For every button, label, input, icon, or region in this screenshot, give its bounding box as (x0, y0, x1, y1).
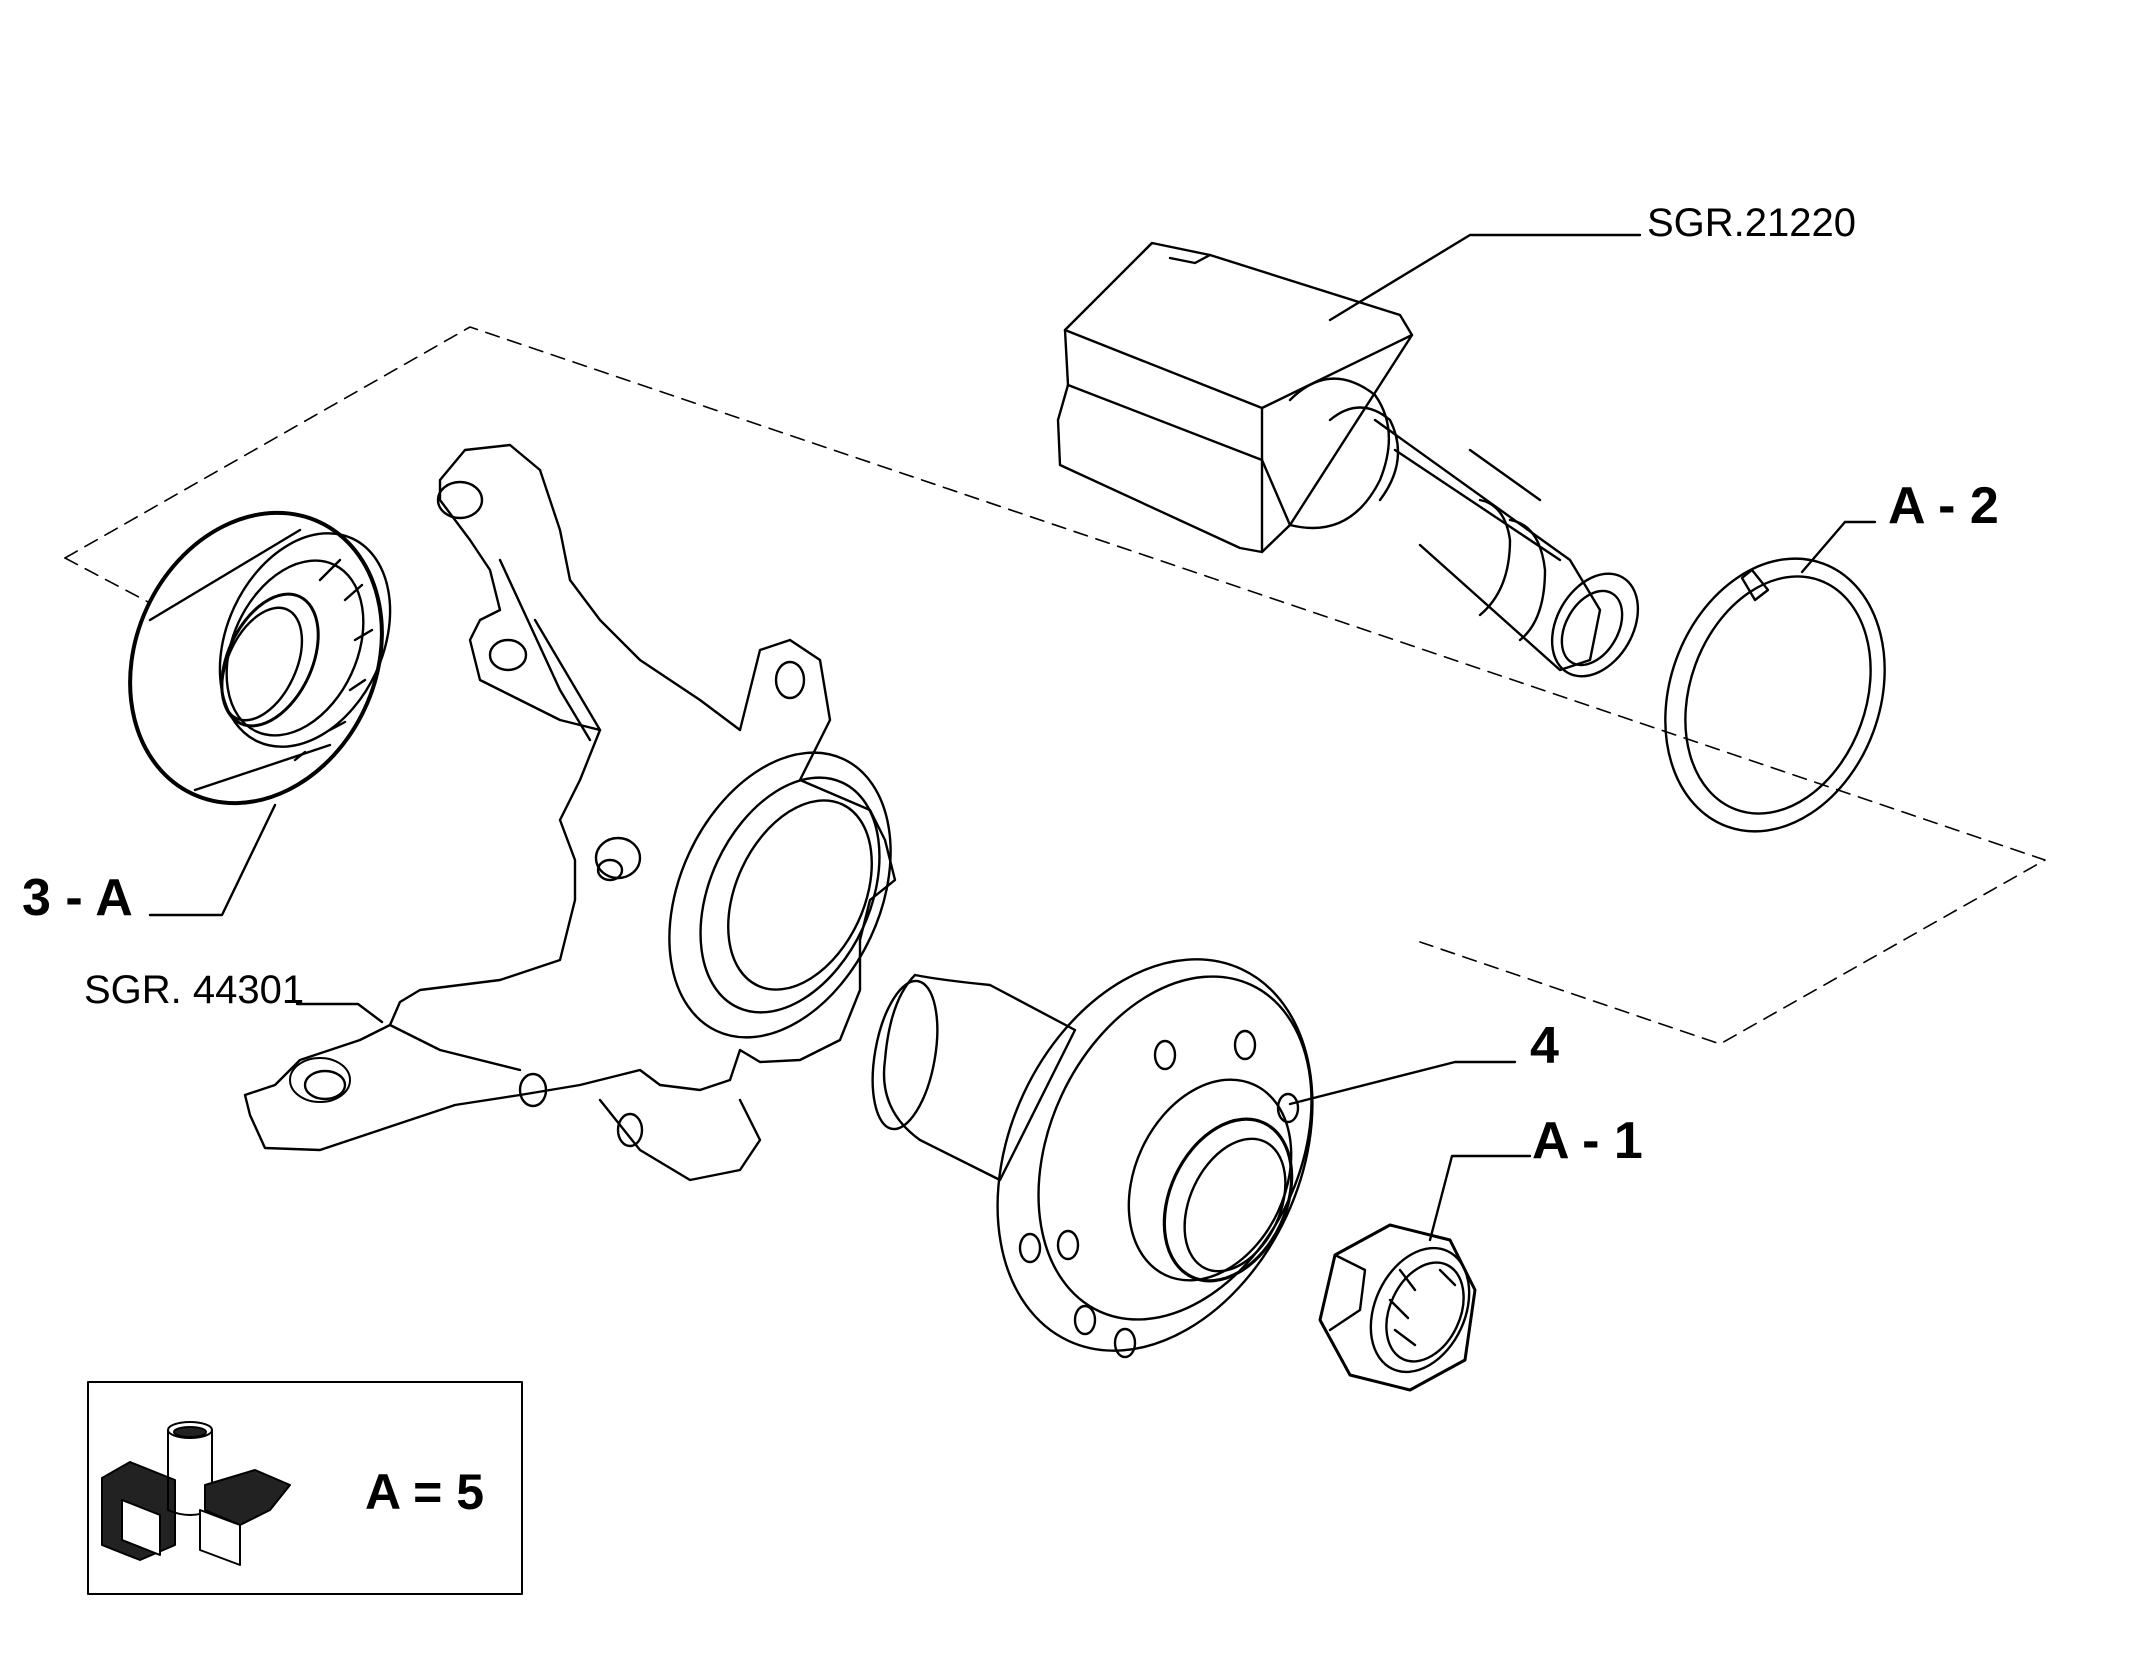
leader-sgr-21220 (1328, 233, 1642, 322)
label-3a: 3 - A (22, 869, 133, 927)
hub-nut (1318, 1223, 1477, 1392)
label-a2: A - 2 (1888, 477, 1999, 535)
leader-sgr-44301 (295, 1002, 384, 1024)
wheel-hub (871, 958, 1314, 1359)
lubricant-logo (101, 1421, 291, 1566)
assembly-boundary-left (64, 557, 151, 604)
drive-shaft (1056, 241, 1640, 678)
steering-knuckle (243, 443, 897, 1182)
label-sgr-21220: SGR.21220 (1647, 201, 1857, 245)
leader-3a (148, 803, 277, 917)
leader-lines (148, 233, 1877, 1242)
leader-4 (1288, 1060, 1517, 1106)
legend-equation: A = 5 (365, 1464, 485, 1520)
wheel-bearing (128, 510, 392, 806)
label-a1: A - 1 (1532, 1112, 1643, 1170)
label-sgr-44301: SGR. 44301 (84, 968, 305, 1012)
snap-ring (1664, 557, 1886, 833)
label-4: 4 (1530, 1017, 1559, 1075)
leader-a2 (1800, 520, 1877, 574)
assembly-boundary (64, 326, 2046, 1045)
leader-a1 (1428, 1154, 1532, 1242)
legend-box (87, 1381, 523, 1595)
